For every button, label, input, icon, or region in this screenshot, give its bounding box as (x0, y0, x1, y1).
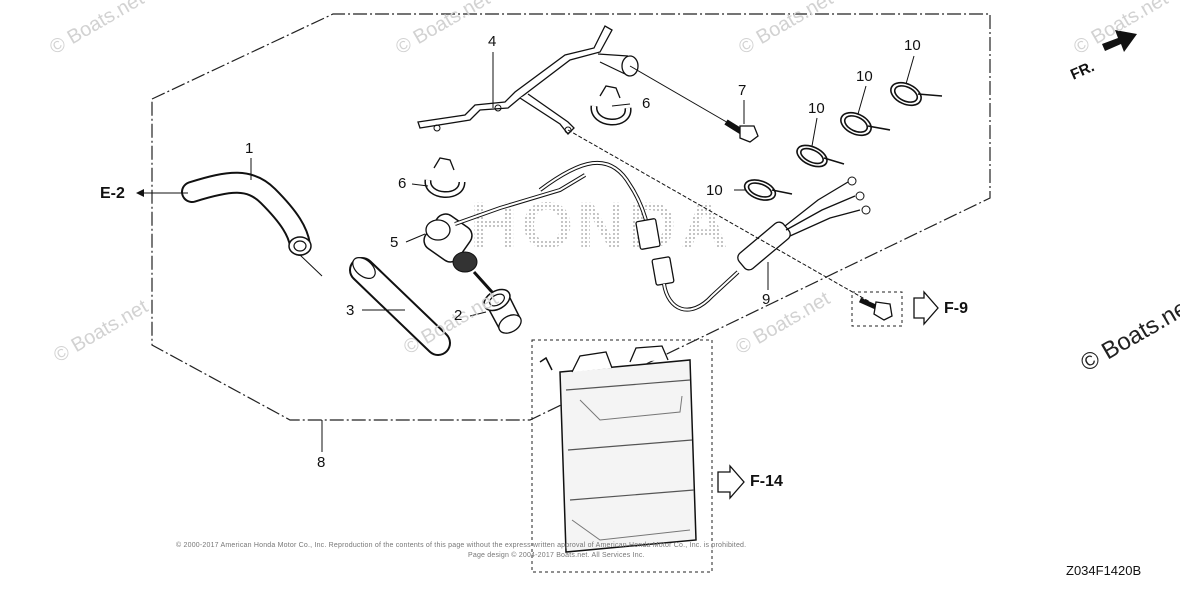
f9-bolt-box (851, 291, 903, 327)
honda-brand-mark: HONDA (470, 188, 732, 262)
callout-9: 9 (762, 291, 771, 308)
part-5-valve (423, 173, 587, 294)
part-9-harness (538, 160, 871, 312)
callout-7: 7 (738, 82, 747, 99)
callout-4: 4 (488, 33, 497, 50)
callout-5: 5 (390, 234, 399, 251)
fr-arrow-icon (1102, 30, 1137, 52)
f9-bolt (858, 297, 893, 321)
copyright-line-2: Page design © 2004-2017 Boats.net. All S… (468, 552, 645, 559)
callout-2: 2 (454, 307, 463, 324)
ref-f9[interactable]: F-9 (944, 300, 968, 317)
assembly-outline (151, 13, 991, 421)
part-10-clamps (743, 81, 943, 201)
leader-lines (250, 52, 915, 452)
canister (539, 345, 697, 553)
callout-10: 10 (904, 37, 921, 54)
callout-10: 10 (706, 182, 723, 199)
copyright-line-1: © 2000-2017 American Honda Motor Co., In… (176, 542, 747, 549)
part-3-tube (349, 257, 451, 356)
e2-arrow (136, 189, 188, 197)
part-4-bracket (417, 25, 639, 135)
ref-e2[interactable]: E-2 (100, 185, 125, 202)
f14-arrow-icon (717, 464, 745, 500)
diagram-code: Z034F1420B (1066, 563, 1142, 578)
callout-8: 8 (317, 454, 326, 471)
f9-arrow-icon (913, 290, 939, 326)
tank-dashed-box (531, 339, 713, 573)
part-6-clamp-left (424, 157, 466, 198)
callout-10: 10 (856, 68, 873, 85)
callout-3: 3 (346, 302, 355, 319)
part-7-bolt (724, 119, 759, 143)
callout-10: 10 (808, 100, 825, 117)
part-6-clamp-right (590, 85, 632, 126)
part-1-hose (181, 171, 312, 256)
ref-f14[interactable]: F-14 (750, 473, 783, 490)
callout-1: 1 (245, 140, 254, 157)
part-2-grommet (483, 288, 522, 334)
callout-6-right: 6 (642, 95, 651, 112)
callout-6-left: 6 (398, 175, 407, 192)
